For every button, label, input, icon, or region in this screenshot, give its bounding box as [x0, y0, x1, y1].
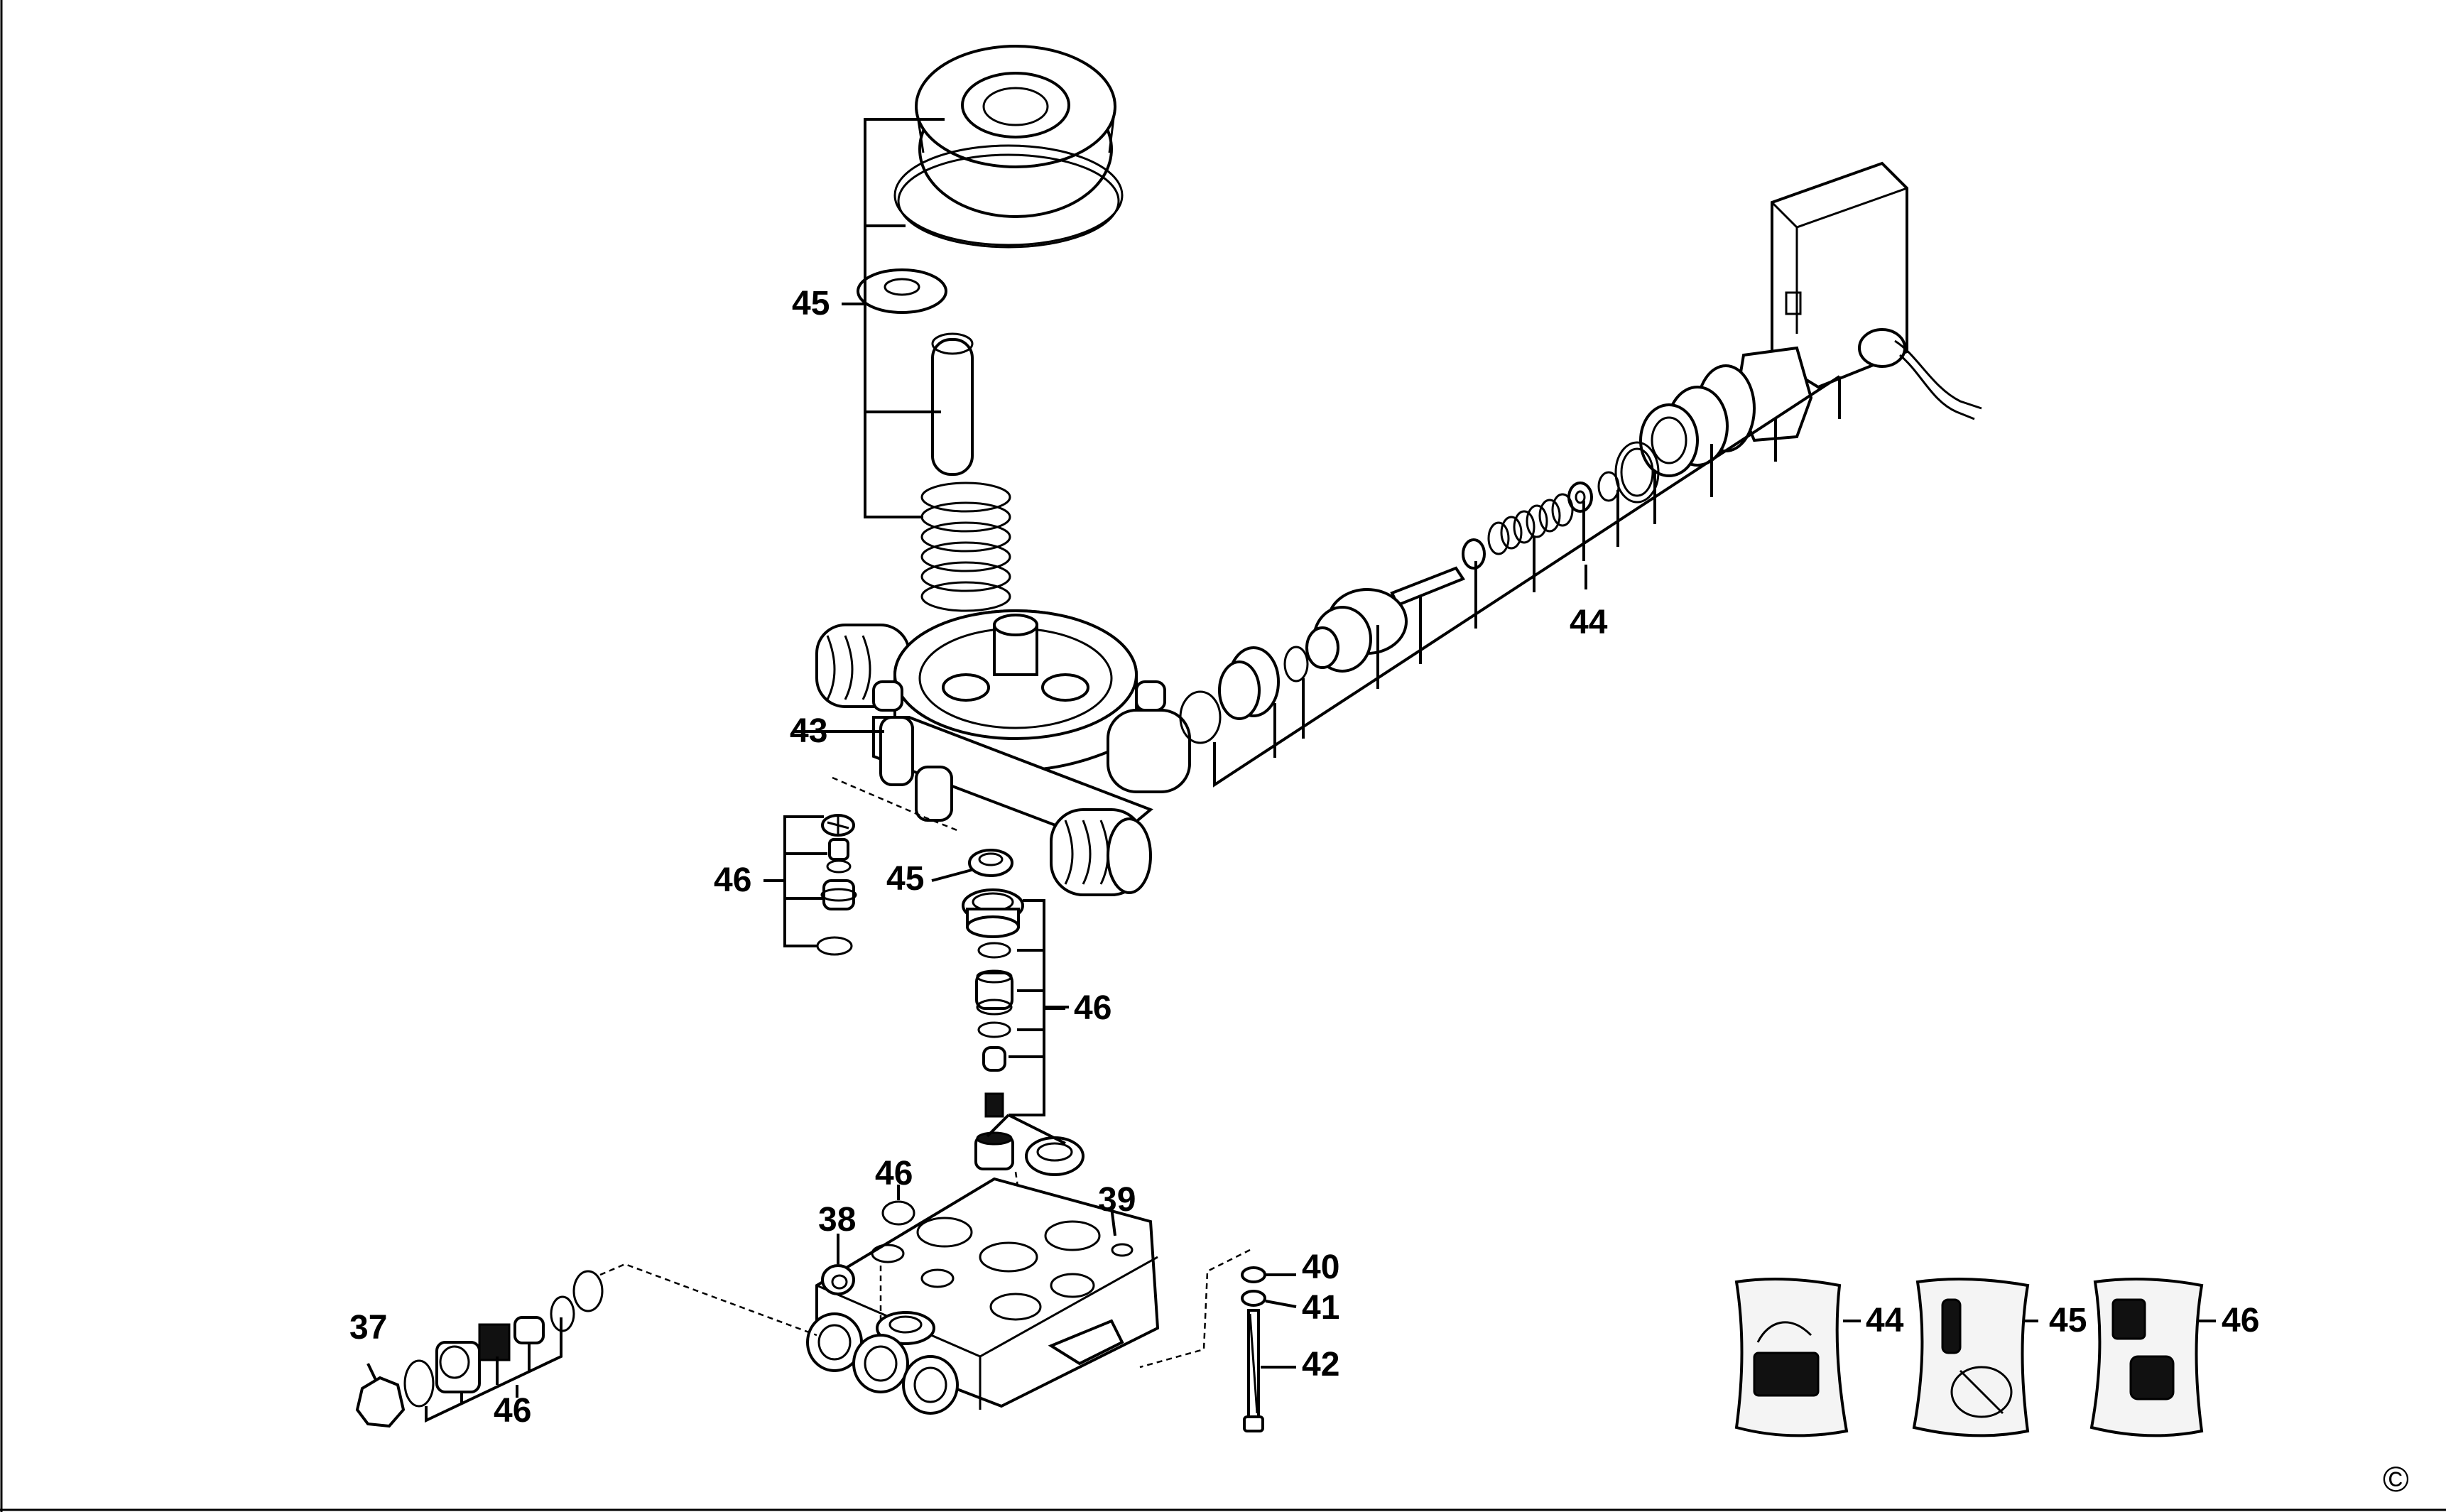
kit-44-label: 44	[1866, 1302, 1904, 1339]
kit-45-label: 45	[2049, 1302, 2087, 1339]
manifold-block	[806, 1177, 1160, 1415]
piston-kit-pack-icon	[1912, 1278, 2030, 1437]
callout-41: 41	[1302, 1289, 1339, 1327]
retaining-ring	[893, 144, 1124, 246]
callout-39: 39	[1098, 1181, 1136, 1219]
callout-43: 43	[790, 712, 827, 750]
kit-45[interactable]	[1912, 1278, 2038, 1437]
copyright-mark: ©	[2383, 1459, 2409, 1499]
piston-spring	[920, 482, 1011, 612]
plug-38	[821, 1264, 855, 1295]
unloader-assembly	[1179, 161, 1982, 788]
callout-46-bottom: 46	[494, 1392, 531, 1430]
center-valve-stack	[931, 849, 1085, 1222]
callout-42: 42	[1302, 1346, 1339, 1383]
kit-46[interactable]	[2089, 1278, 2216, 1437]
plug-assembly	[355, 1185, 915, 1428]
bolt-stack	[1139, 1249, 1297, 1432]
cap-37	[355, 1376, 406, 1428]
callout-40: 40	[1302, 1249, 1339, 1286]
left-valve-set	[763, 814, 857, 956]
callout-45-mid: 45	[886, 860, 924, 898]
callout-38: 38	[818, 1201, 856, 1239]
kit-46-label: 46	[2222, 1302, 2259, 1339]
piston-stack	[842, 45, 1124, 612]
pump-head	[794, 609, 1191, 896]
callout-46-valve: 46	[1074, 989, 1111, 1027]
piston-washer	[857, 268, 947, 314]
callout-44: 44	[1570, 604, 1608, 641]
kit-44[interactable]	[1734, 1278, 1861, 1437]
callout-37: 37	[349, 1309, 387, 1347]
callout-45-top: 45	[792, 285, 830, 322]
callout-46-oring: 46	[875, 1155, 913, 1192]
switch-cable	[1894, 339, 1982, 420]
piston-rod	[931, 338, 974, 476]
callout-46-left: 46	[714, 861, 751, 899]
